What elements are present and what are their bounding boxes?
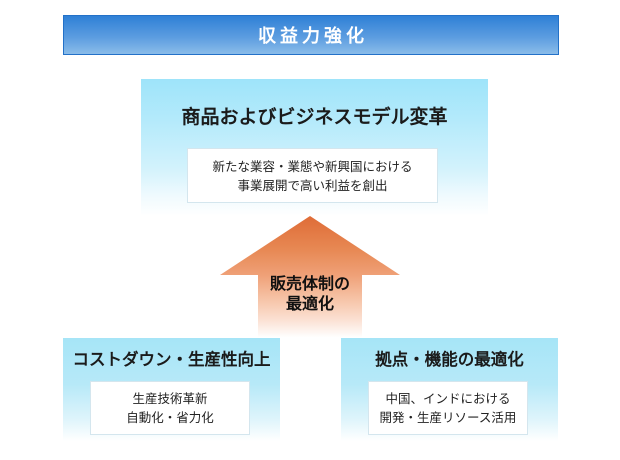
cost-down-detail-line2: 自動化・省力化 bbox=[126, 410, 214, 425]
base-function-title: 拠点・機能の最適化 bbox=[375, 350, 524, 369]
business-model-detail-line2: 事業展開で高い利益を創出 bbox=[237, 177, 388, 193]
business-model-title: 商品およびビジネスモデル変革 bbox=[181, 106, 448, 128]
cost-down-detail-line1: 生産技術革新 bbox=[132, 391, 208, 406]
up-arrow-label-line1: 販売体制の bbox=[269, 274, 350, 293]
business-model-detail-box: 新たな業容・業態や新興国における 事業展開で高い利益を創出 bbox=[187, 148, 438, 203]
base-function-detail-box: 中国、インドにおける 開発・生産リソース活用 bbox=[368, 381, 528, 435]
base-function-detail-line1: 中国、インドにおける bbox=[385, 391, 511, 406]
profitability-banner-label: 収益力強化 bbox=[258, 26, 368, 47]
cost-down-detail-box: 生産技術革新 自動化・省力化 bbox=[90, 381, 250, 435]
base-function-box: 拠点・機能の最適化 中国、インドにおける 開発・生産リソース活用 bbox=[341, 338, 558, 441]
up-arrow-label: 販売体制の 最適化 bbox=[230, 274, 390, 314]
profitability-banner: 収益力強化 bbox=[63, 15, 559, 55]
cost-down-title: コストダウン・生産性向上 bbox=[72, 350, 271, 369]
business-model-detail-line1: 新たな業容・業態や新興国における bbox=[212, 158, 413, 174]
business-model-box: 商品およびビジネスモデル変革 新たな業容・業態や新興国における 事業展開で高い利… bbox=[141, 79, 488, 216]
cost-down-box: コストダウン・生産性向上 生産技術革新 自動化・省力化 bbox=[63, 338, 280, 441]
up-arrow-label-line2: 最適化 bbox=[285, 294, 334, 313]
base-function-detail-line2: 開発・生産リソース活用 bbox=[379, 410, 517, 425]
